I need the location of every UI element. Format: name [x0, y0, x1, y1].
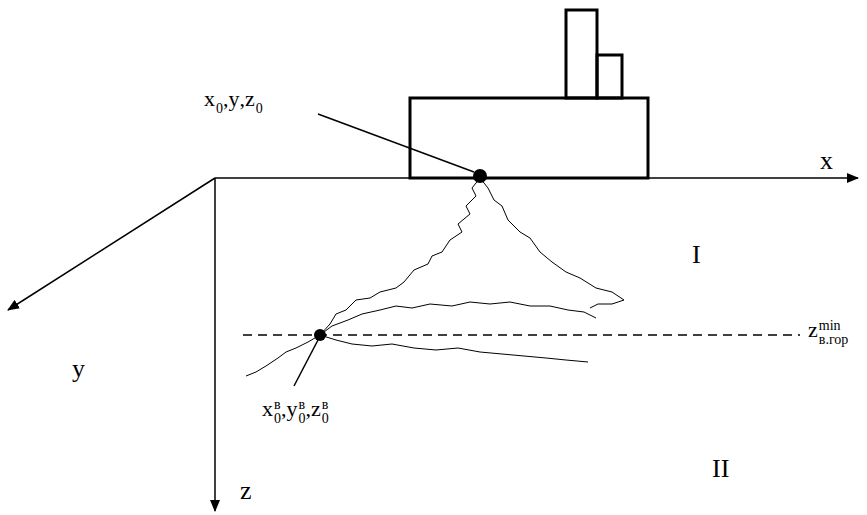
script-stack: 0 — [256, 102, 263, 116]
coordinate-formula: zminв.гор — [806, 312, 850, 342]
axis-label: x — [820, 148, 833, 174]
subscript: 0 — [299, 412, 306, 426]
formula-symbol: z — [311, 398, 321, 420]
y-axis — [8, 178, 215, 310]
region-label: I — [692, 242, 701, 268]
subscript: 0 — [322, 412, 329, 426]
subscript: в.гор — [819, 333, 849, 347]
axis-label: y — [72, 356, 85, 382]
ship-funnel — [597, 55, 622, 98]
script-stack: в0 — [322, 398, 329, 426]
region-label: II — [712, 456, 729, 482]
formula-symbol: y — [229, 88, 240, 110]
formula-term: zв0 — [311, 392, 329, 420]
formula-symbol: , — [306, 398, 312, 420]
formula-term: z0 — [245, 88, 263, 110]
coordinate-formula: xв0,yв0,zв0 — [262, 392, 329, 420]
subscript: 0 — [256, 102, 263, 116]
ship-hull — [410, 98, 648, 178]
formula-term: zminв.гор — [808, 313, 848, 341]
subscript: 0 — [216, 102, 223, 116]
formula-symbol: , — [223, 88, 229, 110]
script-stack: в0 — [274, 398, 281, 426]
formula-term: x0 — [204, 88, 223, 110]
formula-symbol: y — [287, 398, 298, 420]
formula-symbol: x — [204, 88, 215, 110]
formula-symbol: x — [262, 398, 273, 420]
boundary-line — [243, 334, 800, 336]
subscript: 0 — [274, 412, 281, 426]
script-stack: 0 — [216, 102, 223, 116]
formula-term: yв0 — [287, 392, 306, 420]
ship-funnel — [566, 10, 597, 98]
axis-label: z — [240, 478, 252, 504]
superscript: в — [274, 398, 281, 412]
formula-symbol: z — [245, 88, 255, 110]
formula-symbol: , — [240, 88, 246, 110]
leader-line — [318, 114, 474, 172]
coordinate-formula: x0,y,z0 — [204, 88, 263, 110]
formula-symbol: z — [808, 319, 818, 341]
formula-term: , — [223, 88, 229, 110]
leader-line — [294, 340, 318, 386]
superscript: min — [819, 319, 841, 333]
formula-term: , — [306, 398, 312, 420]
superscript: в — [299, 398, 306, 412]
formula-term: , — [281, 398, 287, 420]
formula-term: , — [240, 88, 246, 110]
crack-point — [314, 329, 326, 341]
formula-term: y — [229, 88, 240, 110]
superscript: в — [322, 398, 329, 412]
script-stack: minв.гор — [819, 319, 849, 347]
formula-term: xв0 — [262, 392, 281, 420]
script-stack: в0 — [299, 398, 306, 426]
z-axis — [214, 178, 216, 511]
formula-symbol: , — [281, 398, 287, 420]
crack-lines — [246, 178, 624, 376]
load-point — [473, 169, 487, 183]
